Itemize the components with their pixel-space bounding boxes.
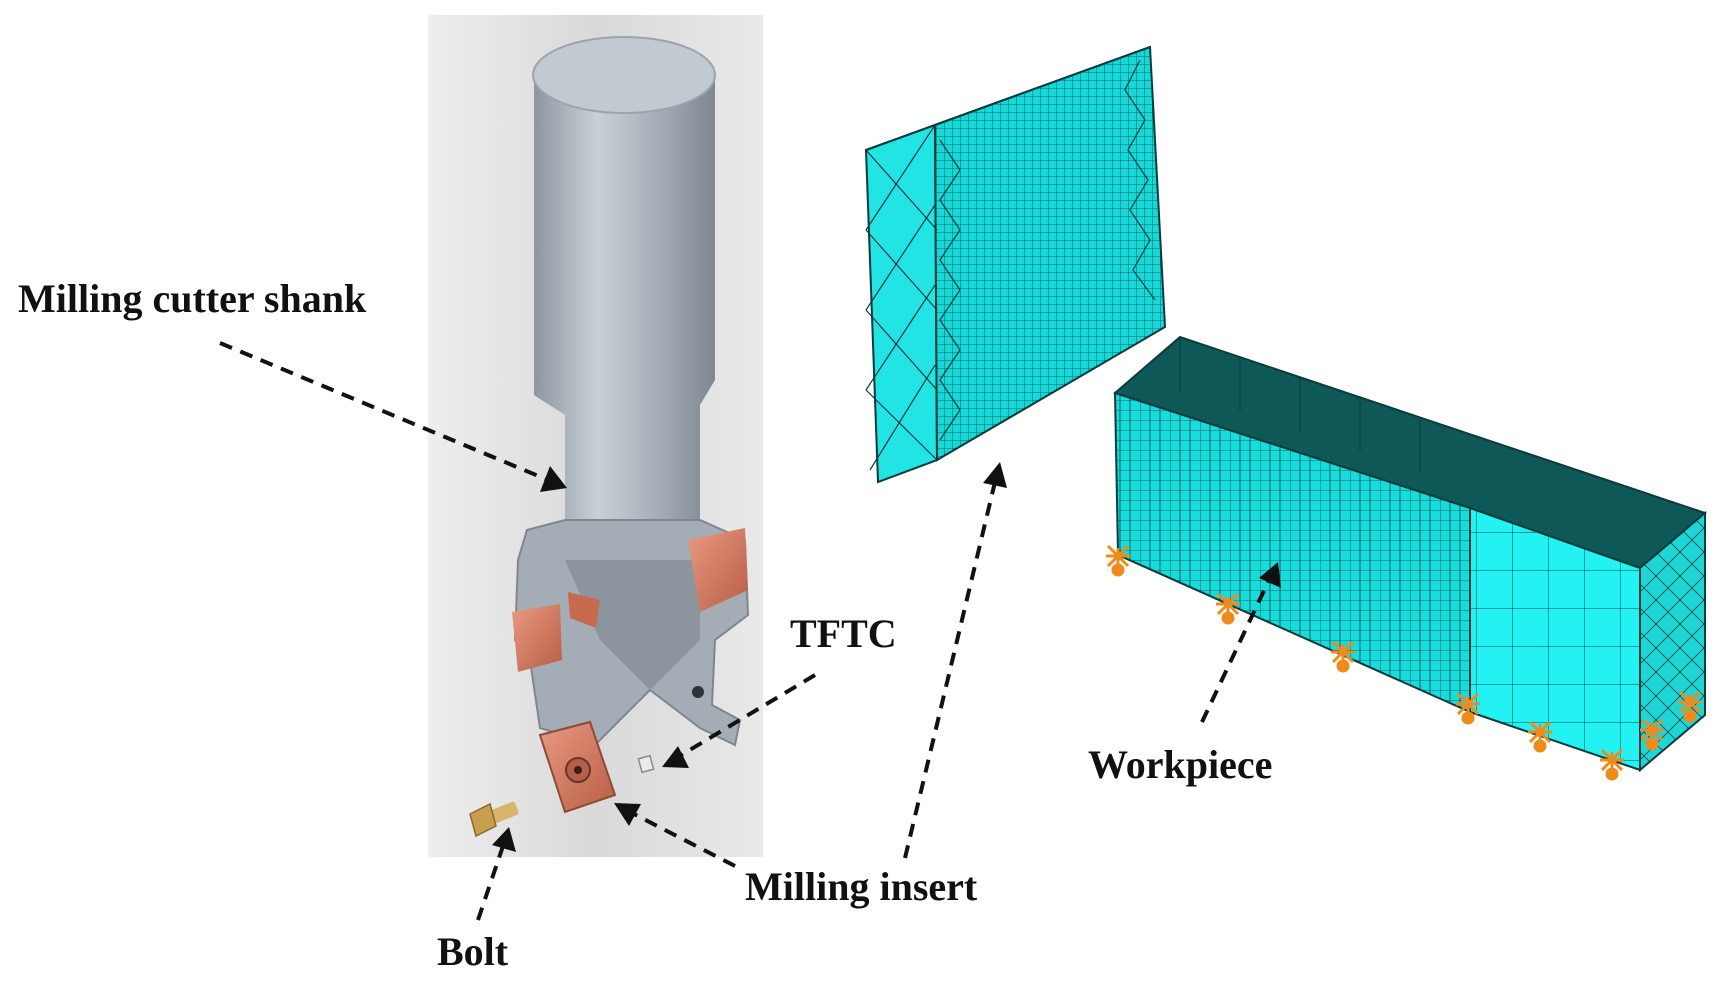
head-insert-right xyxy=(688,528,748,612)
workpiece-mesh xyxy=(1113,335,1708,773)
label-milling-cutter-shank: Milling cutter shank xyxy=(18,276,367,321)
constraint-marker xyxy=(1600,748,1624,781)
label-tftc: TFTC xyxy=(790,611,897,656)
arrow-tftc xyxy=(676,673,817,759)
cutter-head-shadow xyxy=(565,560,700,690)
arrowhead-shank xyxy=(540,466,567,492)
constraint-marker xyxy=(1216,592,1240,625)
label-bolt: Bolt xyxy=(437,929,509,974)
constraint-marker xyxy=(1106,544,1130,577)
arrowhead-workpiece xyxy=(1259,562,1281,588)
constraint-marker xyxy=(1640,718,1664,751)
cutter-render xyxy=(428,15,763,857)
arrowhead-insert xyxy=(614,803,641,826)
head-insert-center xyxy=(568,592,600,628)
leader-arrows xyxy=(219,341,1281,921)
shank-body xyxy=(534,75,715,545)
constraint-marker xyxy=(1331,640,1355,673)
milling-insert-part xyxy=(538,720,617,814)
tool-mesh-left-face xyxy=(864,123,939,484)
bolt-part xyxy=(469,801,519,838)
arrowhead-tftc xyxy=(662,746,689,768)
constraint-marker xyxy=(1456,692,1480,725)
label-milling-insert: Milling insert xyxy=(745,864,978,909)
bolt-hole xyxy=(692,686,704,698)
constraint-marker xyxy=(1678,690,1702,723)
fe-mesh-model xyxy=(864,45,1708,781)
constraint-marker xyxy=(1528,720,1552,753)
head-insert-left xyxy=(512,604,562,672)
tool-mesh xyxy=(864,45,1167,484)
arrow-bolt xyxy=(476,842,506,921)
label-workpiece: Workpiece xyxy=(1088,742,1272,787)
arrow-insert xyxy=(629,810,736,868)
shank-top-face xyxy=(532,36,716,114)
arrowhead-tool-mesh xyxy=(983,462,1007,488)
boundary-constraints xyxy=(1106,544,1702,781)
arrowhead-bolt xyxy=(492,827,516,852)
arrow-shank xyxy=(219,341,549,482)
arrow-workpiece xyxy=(1200,577,1272,723)
arrow-tool-mesh xyxy=(903,481,997,859)
tftc-part xyxy=(637,754,655,774)
